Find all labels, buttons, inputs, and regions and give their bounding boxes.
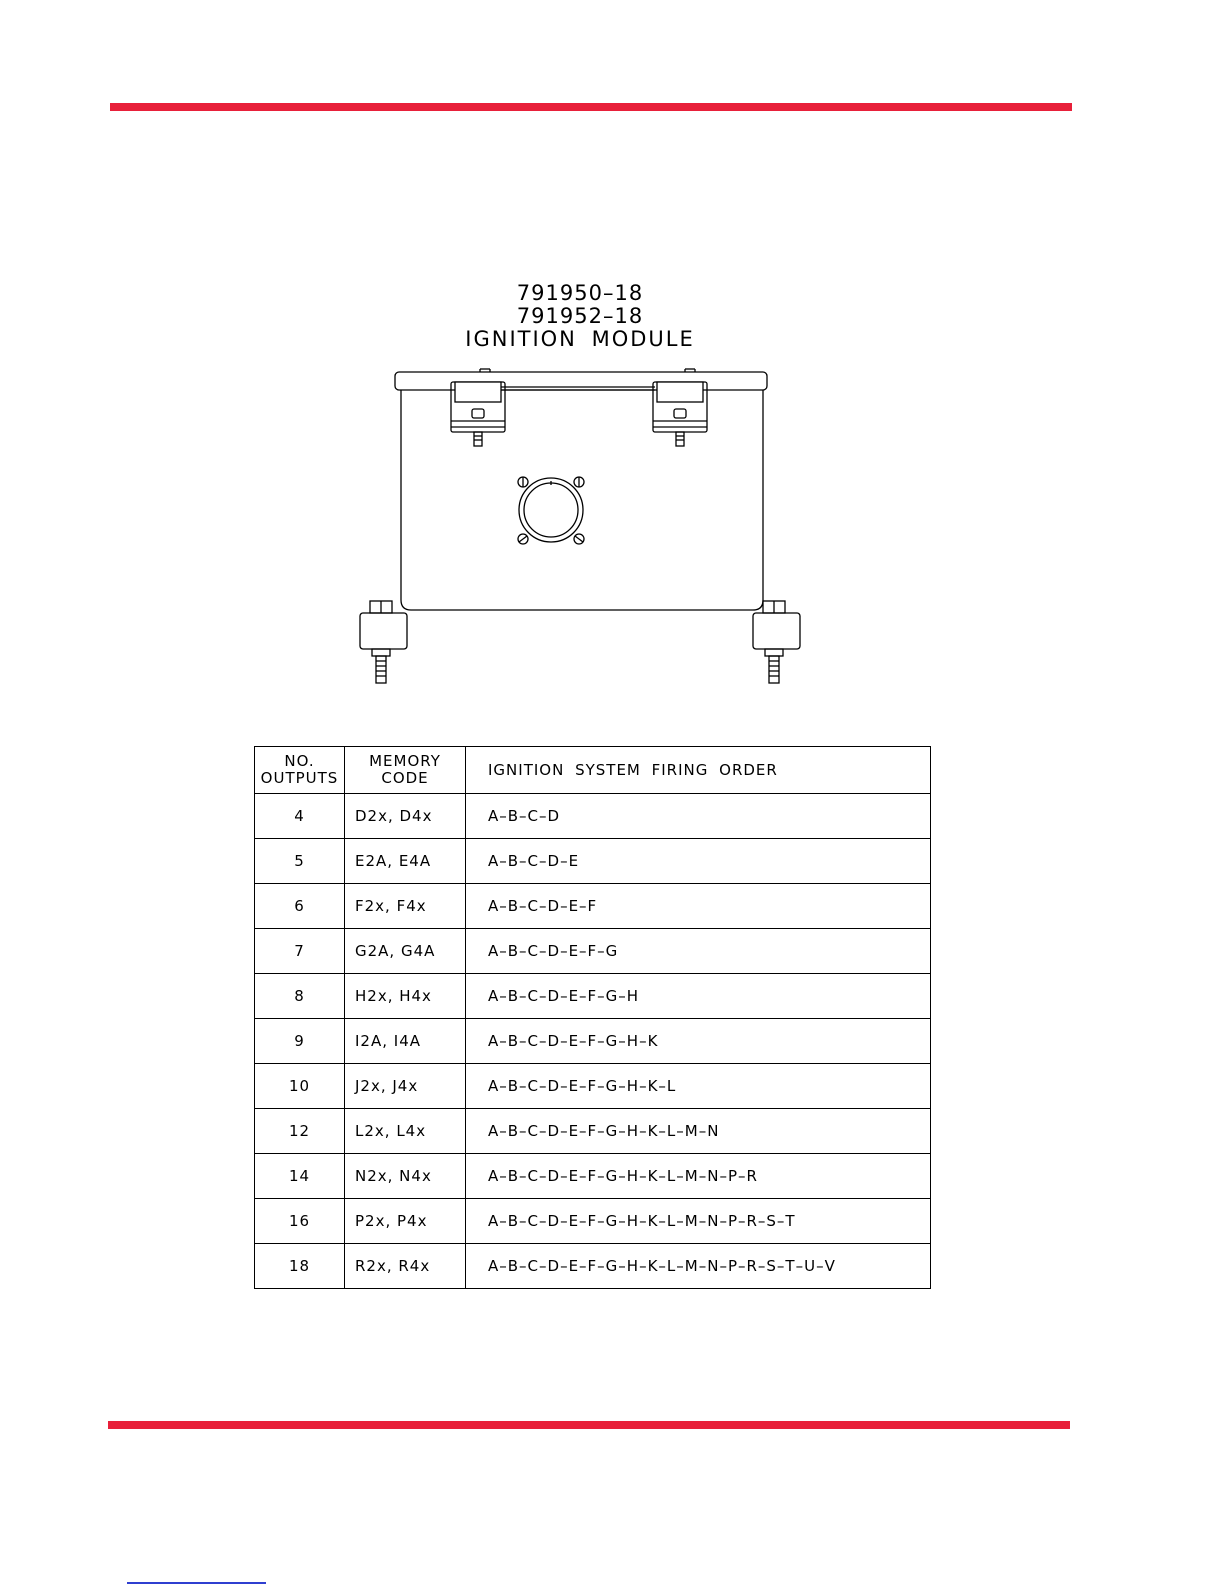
cell-outputs: 10 (254, 1063, 345, 1109)
cell-firing-order: A–B–C–D–E–F–G–H–K–L–M–N–P–R–S–T–U–V (465, 1243, 931, 1289)
top-rule (110, 103, 1072, 111)
cell-outputs: 4 (254, 793, 345, 839)
cell-firing-order: A–B–C–D–E–F–G–H–K–L (465, 1063, 931, 1109)
cell-outputs: 6 (254, 883, 345, 929)
firing-order-table: NO. OUTPUTS MEMORY CODE IGNITION SYSTEM … (254, 746, 931, 1289)
table-header-row: NO. OUTPUTS MEMORY CODE IGNITION SYSTEM … (254, 746, 931, 794)
footer-link-underline[interactable] (127, 1582, 266, 1584)
cell-firing-order: A–B–C–D–E–F–G–H–K–L–M–N–P–R (465, 1153, 931, 1199)
right-clamp (652, 381, 708, 447)
left-mount-foot (359, 600, 408, 684)
connector-receptacle (517, 476, 585, 545)
cell-outputs: 7 (254, 928, 345, 974)
cell-firing-order: A–B–C–D–E–F–G–H–K–L–M–N–P–R–S–T (465, 1198, 931, 1244)
module-title: IGNITION MODULE (465, 327, 695, 351)
cell-firing-order: A–B–C–D–E–F–G–H (465, 973, 931, 1019)
cell-outputs: 5 (254, 838, 345, 884)
cell-firing-order: A–B–C–D–E–F–G–H–K (465, 1018, 931, 1064)
left-clamp (450, 381, 506, 447)
header-firing-order: IGNITION SYSTEM FIRING ORDER (465, 746, 931, 794)
cell-memory-code: H2x, H4x (344, 973, 466, 1019)
bottom-rule (108, 1421, 1070, 1429)
cell-outputs: 12 (254, 1108, 345, 1154)
ignition-module-drawing (359, 368, 801, 684)
cell-outputs: 9 (254, 1018, 345, 1064)
header-outputs: NO. OUTPUTS (254, 746, 345, 794)
cell-outputs: 8 (254, 973, 345, 1019)
cell-memory-code: L2x, L4x (344, 1108, 466, 1154)
cell-firing-order: A–B–C–D–E (465, 838, 931, 884)
cell-memory-code: N2x, N4x (344, 1153, 466, 1199)
cell-firing-order: A–B–C–D–E–F–G (465, 928, 931, 974)
cell-memory-code: D2x, D4x (344, 793, 466, 839)
cell-outputs: 16 (254, 1198, 345, 1244)
cell-firing-order: A–B–C–D–E–F (465, 883, 931, 929)
cell-memory-code: F2x, F4x (344, 883, 466, 929)
cell-memory-code: J2x, J4x (344, 1063, 466, 1109)
cell-memory-code: P2x, P4x (344, 1198, 466, 1244)
cell-firing-order: A–B–C–D–E–F–G–H–K–L–M–N (465, 1108, 931, 1154)
cell-firing-order: A–B–C–D (465, 793, 931, 839)
cell-memory-code: G2A, G4A (344, 928, 466, 974)
part-number-1: 791950–18 (516, 281, 644, 305)
cell-memory-code: I2A, I4A (344, 1018, 466, 1064)
header-memory-code: MEMORY CODE (344, 746, 466, 794)
cell-outputs: 18 (254, 1243, 345, 1289)
part-number-2: 791952–18 (516, 304, 644, 328)
cell-memory-code: R2x, R4x (344, 1243, 466, 1289)
cell-memory-code: E2A, E4A (344, 838, 466, 884)
cell-outputs: 14 (254, 1153, 345, 1199)
right-mount-foot (752, 600, 801, 684)
